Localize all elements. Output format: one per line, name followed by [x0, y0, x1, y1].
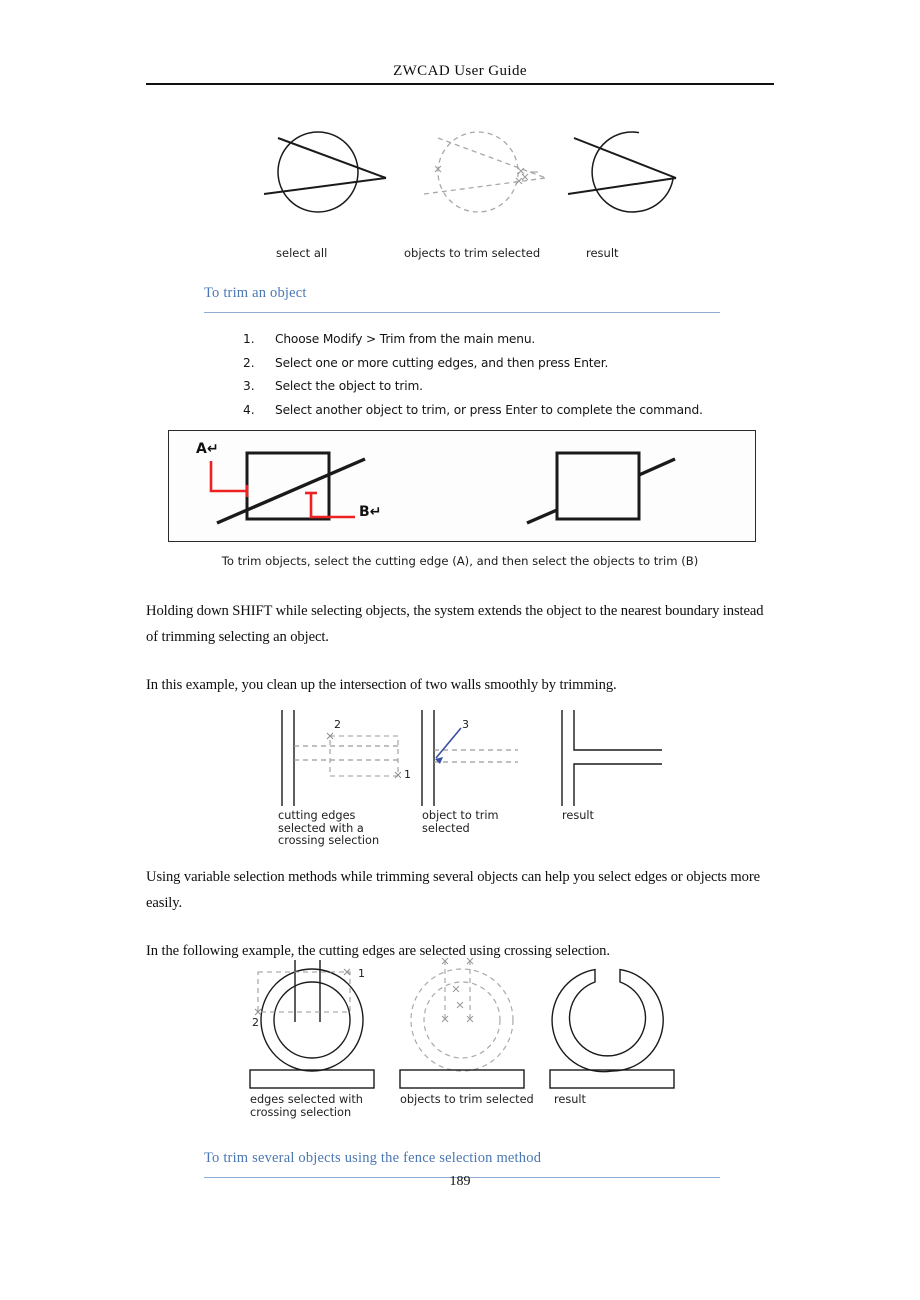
figure-circle-caption-0: select all — [276, 246, 328, 260]
wall-marker-2: 2 — [334, 718, 341, 731]
section-heading-rule — [204, 312, 720, 313]
circle-trim-result-graphic — [567, 131, 677, 213]
figure-circle-caption-2: result — [586, 246, 619, 260]
procedure-list-trim-object: 1. Choose Modify > Trim from the main me… — [243, 332, 713, 426]
wall-caption-2: result — [562, 809, 594, 823]
wall-caption-1: object to trim selected — [422, 809, 499, 835]
wall-marker-1: 1 — [404, 768, 411, 781]
wall-panel-result — [561, 710, 662, 806]
step-text: Select another object to trim, or press … — [275, 402, 703, 417]
paragraph-shift-note: Holding down SHIFT while selecting objec… — [146, 603, 764, 645]
paragraph-walls-intro: In this example, you clean up the inters… — [146, 677, 617, 693]
figure-wall-graphic — [281, 710, 662, 806]
annulus-caption-0-line-1: crossing selection — [250, 1105, 352, 1119]
annulus-caption-1-line-0: objects to trim selected — [400, 1093, 534, 1106]
wall-caption-1-line-1: selected — [422, 821, 470, 835]
circle-trim-select-all-graphic — [263, 131, 387, 213]
step-number: 4. — [243, 402, 255, 417]
annulus-marker-1: 1 — [358, 967, 365, 980]
annulus-panel-result — [549, 968, 675, 1089]
annulus-caption-0-line-0: edges selected with — [250, 1093, 363, 1106]
annulus-caption-0: edges selected with crossing selection — [250, 1093, 363, 1119]
section-heading-fence-selection: To trim several objects using the fence … — [204, 1150, 542, 1166]
wall-marker-3: 3 — [462, 718, 469, 731]
annulus-marker-2: 2 — [252, 1016, 259, 1029]
figure-circle-trim: select all objects to trim selected — [238, 122, 686, 260]
annulus-caption-2-line-0: result — [554, 1093, 586, 1106]
step-number: 2. — [243, 355, 255, 370]
wall-caption-0-line-0: cutting edges — [278, 809, 356, 822]
footer-rule — [204, 1177, 720, 1178]
wall-panel-object-to-trim — [421, 710, 518, 806]
procedure-step: 3. Select the object to trim. — [243, 379, 713, 394]
figure-wall-intersection: 2 1 3 cutting edges selected with a cros… — [276, 706, 666, 854]
annulus-caption-2: result — [554, 1093, 586, 1107]
page-header: ZWCAD User Guide — [146, 62, 774, 85]
page-number: 189 — [449, 1174, 471, 1189]
step-number: 1. — [243, 332, 255, 346]
figure-ab-graphic — [209, 451, 676, 525]
figure-circle-caption-1: objects to trim selected — [404, 246, 541, 260]
figure-ab-label-a: A↵ — [196, 441, 219, 457]
figure-ab-label-b: B↵ — [359, 504, 382, 520]
section-heading-trim-object: To trim an object — [204, 285, 307, 301]
wall-caption-0-line-1: selected with a — [278, 821, 364, 835]
annulus-panel-edges — [249, 960, 375, 1089]
circle-trim-selected-graphic — [423, 131, 547, 213]
paragraph-crossing-intro: In the following example, the cutting ed… — [146, 943, 610, 959]
step-number: 3. — [243, 379, 255, 393]
wall-caption-1-line-0: object to trim — [422, 809, 499, 822]
step-text: Select one or more cutting edges, and th… — [275, 355, 609, 370]
figure-annulus-trim: 1 2 edges selected with crossing selecti… — [249, 957, 690, 1123]
figure-ab-caption: To trim objects, select the cutting edge… — [221, 554, 699, 568]
header-title: ZWCAD User Guide — [393, 63, 527, 79]
figure-ab-trim: A↵ B↵ — [168, 430, 756, 542]
procedure-step: 2. Select one or more cutting edges, and… — [243, 356, 713, 371]
procedure-step: 1. Choose Modify > Trim from the main me… — [243, 332, 713, 347]
figure-circle-panel-selected — [406, 122, 566, 222]
figure-annulus-graphic — [249, 957, 675, 1089]
wall-caption-0-line-2: crossing selection — [278, 834, 380, 848]
annulus-panel-selected — [399, 957, 525, 1089]
figure-circle-panel-select-all — [256, 122, 406, 222]
wall-caption-2-line-0: result — [562, 809, 594, 822]
step-text: Select the object to trim. — [275, 379, 423, 393]
figure-circle-panel-result — [567, 122, 698, 222]
step-text: Choose Modify > Trim from the main menu. — [275, 332, 536, 346]
wall-caption-0: cutting edges selected with a crossing s… — [278, 809, 380, 848]
procedure-step: 4. Select another object to trim, or pre… — [243, 403, 713, 418]
header-rule — [146, 83, 774, 85]
paragraph-variable-methods: Using variable selection methods while t… — [146, 869, 761, 911]
annulus-caption-1: objects to trim selected — [400, 1093, 534, 1107]
wall-panel-cutting-edges — [281, 710, 402, 806]
